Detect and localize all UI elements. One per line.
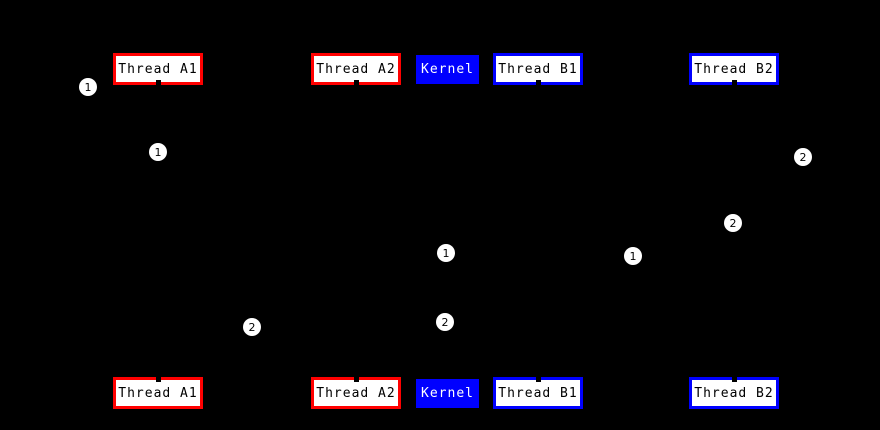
actor-thread-a1-bottom: Thread A1: [113, 376, 203, 409]
actor-label: Kernel: [421, 62, 474, 77]
actor-label: Thread B1: [498, 385, 578, 401]
actor-thread-a1-top: Thread A1: [113, 53, 203, 86]
lifeline-notch: [732, 80, 737, 86]
step-marker-2: 2: [436, 313, 454, 331]
actor-thread-a2-bottom: Thread A2: [311, 376, 401, 409]
actor-label: Thread A1: [118, 385, 198, 401]
actor-label: Thread B1: [498, 61, 578, 77]
lifeline-notch: [732, 376, 737, 382]
step-marker-1: 1: [437, 244, 455, 262]
step-marker-1: 1: [624, 247, 642, 265]
lifeline-notch: [354, 376, 359, 382]
actor-kernel-top: Kernel: [416, 55, 479, 84]
lifeline-notch: [156, 80, 161, 86]
step-marker-1: 1: [79, 78, 97, 96]
step-marker-2: 2: [243, 318, 261, 336]
actor-label: Thread B2: [694, 61, 774, 77]
actor-label: Thread B2: [694, 385, 774, 401]
actor-label: Thread A1: [118, 61, 198, 77]
step-marker-2: 2: [794, 148, 812, 166]
actor-kernel-bottom: Kernel: [416, 379, 479, 408]
lifeline-notch: [536, 80, 541, 86]
lifeline-notch: [536, 376, 541, 382]
lifeline-notch: [354, 80, 359, 86]
step-marker-1: 1: [149, 143, 167, 161]
actor-thread-b2-top: Thread B2: [689, 53, 779, 86]
actor-label: Thread A2: [316, 385, 396, 401]
actor-label: Kernel: [421, 386, 474, 401]
step-marker-2: 2: [724, 214, 742, 232]
actor-label: Thread A2: [316, 61, 396, 77]
actor-thread-a2-top: Thread A2: [311, 53, 401, 86]
actor-thread-b1-bottom: Thread B1: [493, 376, 583, 409]
actor-thread-b2-bottom: Thread B2: [689, 376, 779, 409]
lifeline-notch: [156, 376, 161, 382]
actor-thread-b1-top: Thread B1: [493, 53, 583, 86]
